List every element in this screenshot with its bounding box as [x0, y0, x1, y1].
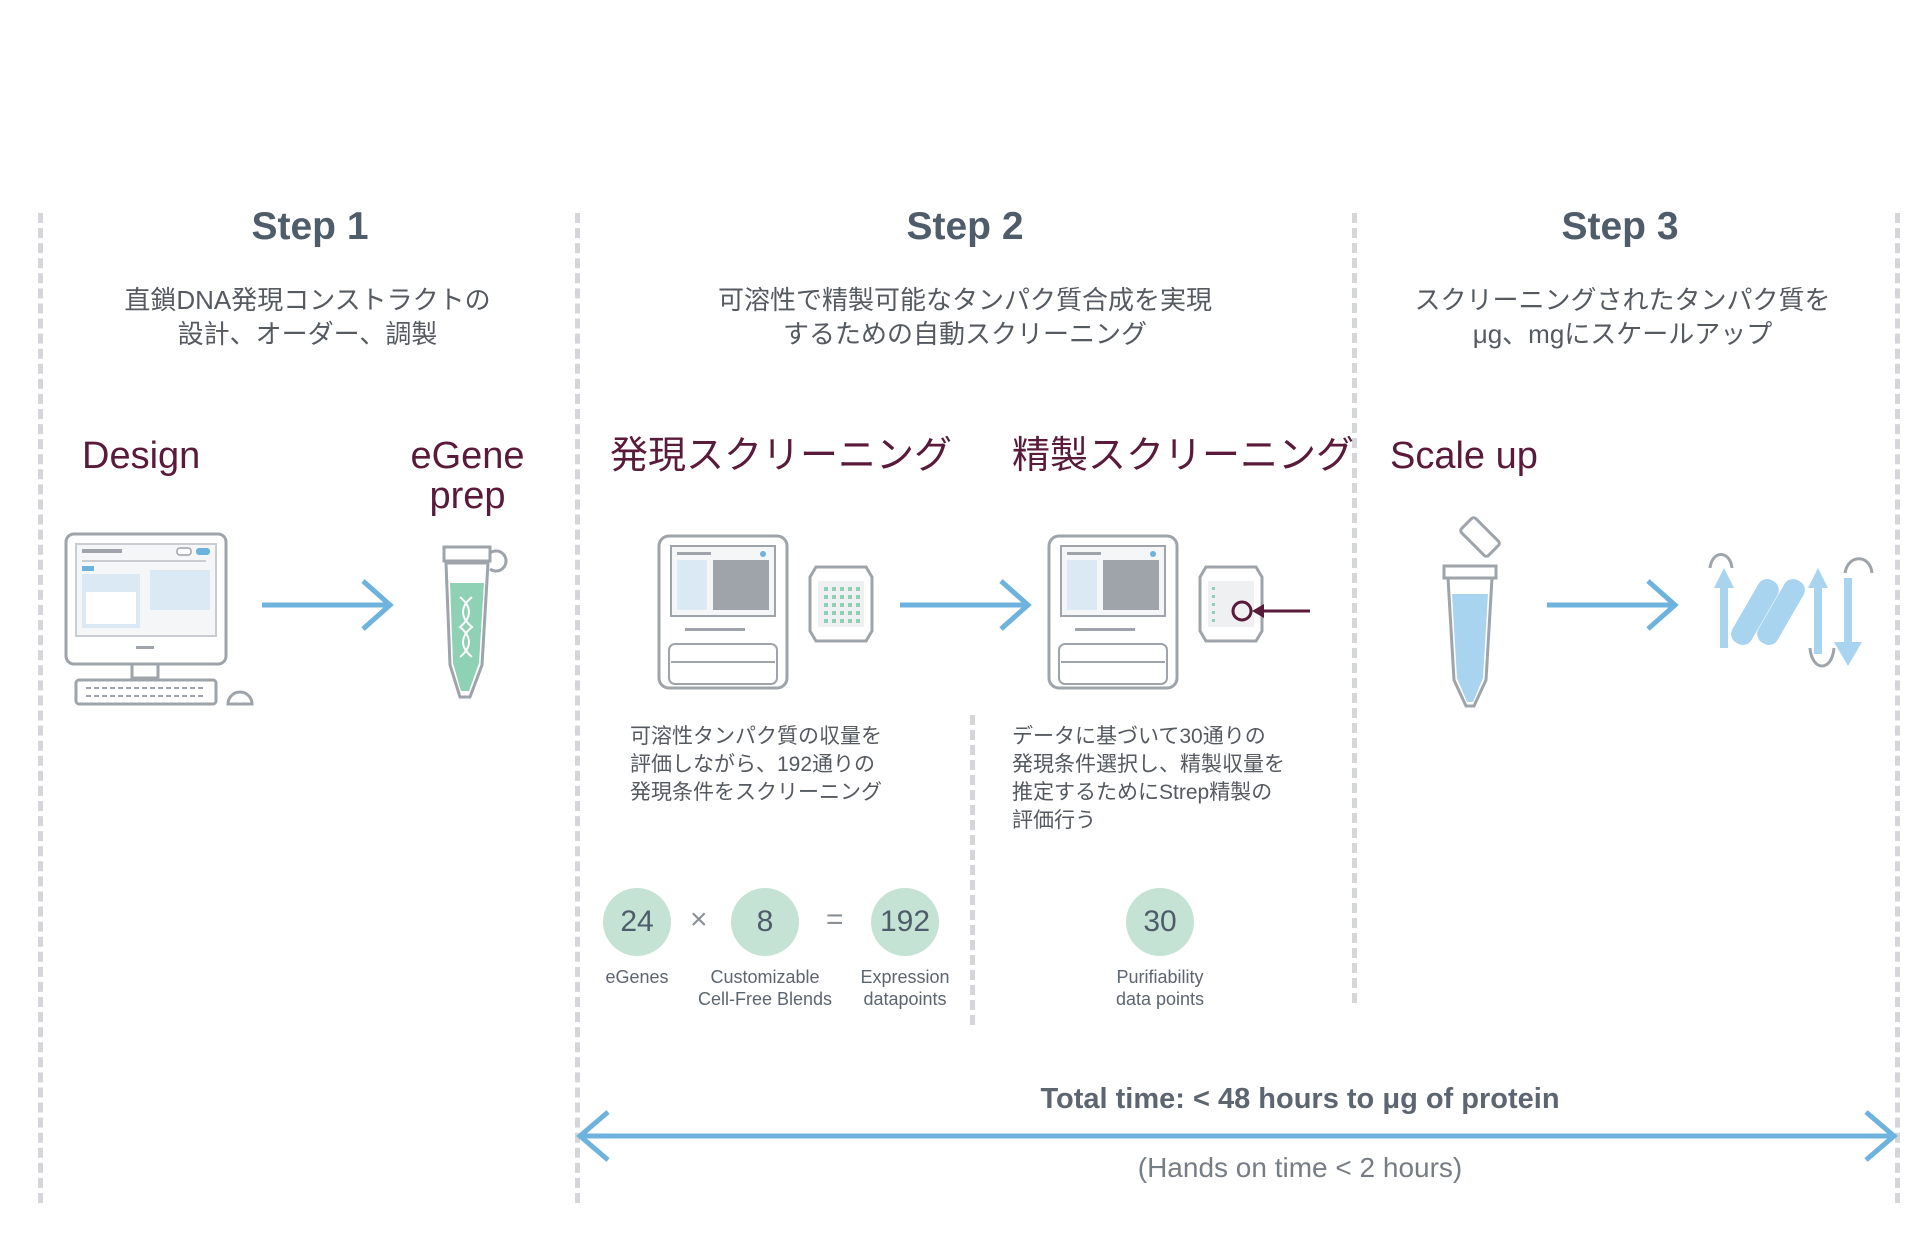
- protein-structure-icon: [1708, 553, 1874, 668]
- egenes-count: 24: [603, 888, 671, 956]
- times-symbol: ×: [690, 903, 708, 936]
- expression-screening-description: 可溶性タンパク質の収量を 評価しながら、192通りの 発現条件をスクリーニング: [630, 725, 882, 804]
- purification-screening-description: データに基づいて30通りの 発現条件選択し、精製収量を 推定するためにStrep…: [1012, 725, 1285, 832]
- arrow-tube-to-protein: [1547, 579, 1679, 631]
- stage-purification-screening: 精製スクリーニング: [1012, 435, 1355, 477]
- screening-instrument-icon: [657, 534, 789, 690]
- purifiability-label: Purifiability data points: [1115, 967, 1205, 1009]
- step1-title: Step 1: [251, 205, 369, 248]
- egenes-label: eGenes: [605, 967, 669, 987]
- expression-datapoints-count: 192: [871, 888, 939, 956]
- timeline-double-arrow: [576, 1110, 1898, 1162]
- blends-label: Customizable Cell-Free Blends: [697, 967, 833, 1009]
- arrow-expression-to-purification: [900, 579, 1032, 631]
- divider-left: [38, 213, 43, 1203]
- stage-egene-prep: eGene prep: [410, 435, 525, 517]
- scale-up-tube-icon: [1442, 516, 1501, 708]
- purification-plate-icon: [1198, 565, 1310, 643]
- step2-subtitle: 可溶性で精製可能なタンパク質合成を実現 するための自動スクリーニング: [717, 285, 1212, 349]
- stage-design: Design: [82, 435, 201, 477]
- divider-step2-step3: [1352, 213, 1357, 1003]
- divider-step2-mid: [970, 715, 975, 1025]
- divider-right: [1895, 213, 1900, 1203]
- egene-tube-icon: [442, 545, 508, 699]
- purifiability-count: 30: [1126, 888, 1194, 956]
- arrow-design-to-egene: [262, 579, 394, 631]
- step2-title: Step 2: [906, 205, 1024, 248]
- total-time: Total time: < 48 hours to μg of protein: [1040, 1083, 1560, 1115]
- computer-icon: [64, 532, 254, 706]
- stage-expression-screening: 発現スクリーニング: [610, 435, 953, 477]
- equals-symbol: =: [826, 903, 844, 936]
- plate-icon: [808, 565, 874, 643]
- step3-subtitle: スクリーニングされたタンパク質を μg、mgにスケールアップ: [1414, 285, 1831, 349]
- blends-count: 8: [731, 888, 799, 956]
- stage-scale-up: Scale up: [1390, 435, 1538, 477]
- step3-title: Step 3: [1561, 205, 1679, 248]
- divider-step1-step2: [575, 213, 580, 1203]
- step1-subtitle: 直鎖DNA発現コンストラクトの 設計、オーダー、調製: [124, 285, 491, 349]
- expression-datapoints-label: Expression datapoints: [860, 967, 950, 1009]
- hands-on-time: (Hands on time < 2 hours): [1137, 1152, 1463, 1183]
- purification-instrument-icon: [1047, 534, 1179, 690]
